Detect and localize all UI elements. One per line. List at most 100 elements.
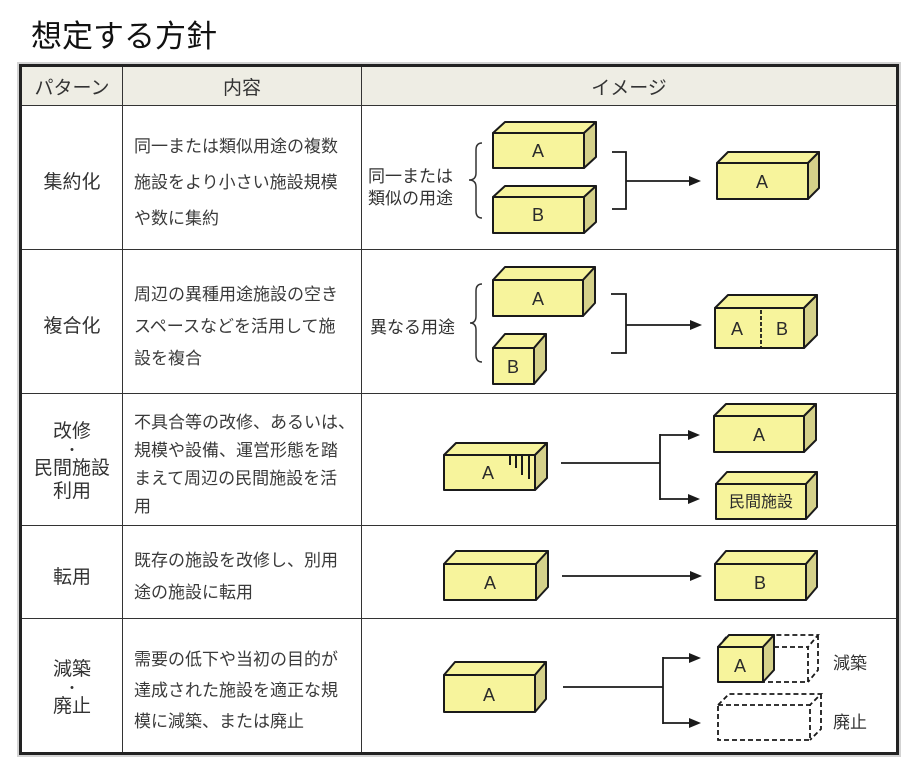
description-line: 同一または類似用途の複数 <box>134 136 338 156</box>
box-top-face <box>714 550 818 565</box>
pattern-cell: 改修 ・ 民間施設 利用 <box>22 394 123 526</box>
box-front-face <box>714 563 807 601</box>
right-bracket <box>611 293 627 354</box>
abolished-box-outline <box>717 693 824 741</box>
pattern-separator: ・ <box>65 679 79 696</box>
box-label: B <box>507 357 519 377</box>
box-front-face <box>443 674 536 713</box>
box-label: B <box>776 319 788 339</box>
facility-box-b: B <box>492 185 597 234</box>
box-top-face <box>715 471 818 485</box>
dashed-box-outline <box>717 693 824 741</box>
box-top-face <box>716 151 820 164</box>
description-cell: 同一または類似用途の複数 施設をより小さい施設規模 や数に集約 <box>123 106 362 250</box>
image-cell: A A 減築 廃止 <box>362 619 896 752</box>
reduction-abolition-diagram: A A 減築 廃止 <box>443 634 867 741</box>
reduction-caption: 減築 <box>833 654 867 673</box>
box-top-face <box>443 661 547 676</box>
image-cell: A B <box>362 526 896 619</box>
box-top-face <box>492 266 596 281</box>
box-front-face <box>443 563 537 601</box>
left-brace <box>468 142 483 219</box>
box-label: A <box>753 425 765 445</box>
box-top-face <box>714 294 818 309</box>
description-line: 不具合等の改修、あるいは、 <box>134 412 355 432</box>
facility-box-a-worn: A <box>443 442 548 491</box>
box-label: A <box>483 685 495 705</box>
box-front-face <box>492 132 585 169</box>
group-label: 異なる用途 <box>370 318 455 337</box>
arrowhead-icon <box>690 571 702 581</box>
box-front-face <box>715 483 807 520</box>
box-front-face <box>717 646 764 683</box>
pattern-name: 民間施設 <box>33 458 110 479</box>
abolition-caption: 廃止 <box>833 713 867 732</box>
box-front-face <box>716 162 809 200</box>
facility-box-b: B <box>492 333 547 385</box>
header-description: 内容 <box>123 67 362 106</box>
arrowhead-icon <box>689 176 701 186</box>
description-line: や数に集約 <box>134 208 219 228</box>
result-box-b: B <box>714 550 818 601</box>
description-cell: 周辺の異種用途施設の空き スペースなどを活用して施 設を複合 <box>123 250 362 394</box>
combination-diagram: 異なる用途 A B A B <box>370 266 818 385</box>
description-line: 設を複合 <box>134 348 202 368</box>
pattern-cell: 減築 ・ 廃止 <box>22 619 123 752</box>
left-brace <box>469 283 483 363</box>
pattern-name: 転用 <box>52 566 91 588</box>
box-label: A <box>734 656 746 676</box>
consolidation-diagram: 同一または 類似の用途 A B A <box>368 121 820 234</box>
description-line: スペースなどを活用して施 <box>134 316 336 336</box>
arrowhead-icon <box>689 653 701 663</box>
pattern-cell: 集約化 <box>22 106 123 250</box>
pattern-name: 利用 <box>52 481 91 502</box>
description-line: 模に減築、または廃止 <box>134 712 304 731</box>
box-front-face <box>713 415 805 453</box>
box-front-face <box>492 196 585 234</box>
description-line: 達成された施設を適正な規 <box>134 681 338 700</box>
group-label: 同一または <box>368 167 453 186</box>
facility-box-a: A <box>492 266 596 317</box>
description-line: 用 <box>134 496 151 516</box>
image-cell: 異なる用途 A B A B <box>362 250 896 394</box>
arrowhead-icon <box>689 718 701 728</box>
right-bracket <box>612 151 627 210</box>
pattern-cell: 複合化 <box>22 250 123 394</box>
facility-box-a: A <box>443 661 547 713</box>
box-label: A <box>532 289 544 309</box>
group-label: 類似の用途 <box>368 189 453 208</box>
box-label: A <box>482 463 494 483</box>
box-label: A <box>731 319 743 339</box>
description-cell: 需要の低下や当初の目的が 達成された施設を適正な規 模に減築、または廃止 <box>123 619 362 752</box>
description-line: 周辺の異種用途施設の空き <box>134 284 338 304</box>
description-line: 既存の施設を改修し、別用 <box>134 551 338 570</box>
description-line: 需要の低下や当初の目的が <box>134 650 338 669</box>
policy-table: パターン 内容 イメージ 集約化 同一または類似用途の複数 施設をより小さい施設… <box>19 64 899 755</box>
image-cell: 同一または 類似の用途 A B A <box>362 106 896 250</box>
box-top-face <box>492 121 597 134</box>
box-front-face <box>714 307 805 349</box>
box-top-face <box>443 442 548 456</box>
image-cell: A A 民間施設 <box>362 394 896 526</box>
pattern-name: 改修 <box>52 421 91 442</box>
box-label: 民間施設 <box>729 493 793 511</box>
box-label: B <box>532 205 544 225</box>
box-front-face <box>492 279 584 317</box>
box-label: A <box>484 573 496 593</box>
pattern-cell: 転用 <box>22 526 123 619</box>
conversion-diagram: A B <box>443 550 818 601</box>
description-line: 施設をより小さい施設規模 <box>134 172 338 192</box>
box-front-face <box>443 454 536 491</box>
pattern-name: 複合化 <box>43 316 101 337</box>
box-label: A <box>756 172 768 192</box>
box-top-face <box>443 550 549 565</box>
arrowhead-icon <box>690 320 702 330</box>
facility-box-a: A <box>443 550 549 601</box>
box-label: B <box>754 573 766 593</box>
result-box-a: A <box>716 151 820 200</box>
arrowhead-icon <box>688 430 700 440</box>
box-top-face <box>492 185 597 198</box>
header-pattern: パターン <box>22 67 123 106</box>
result-box-a: A <box>713 403 817 453</box>
description-line: 途の施設に転用 <box>134 583 253 602</box>
